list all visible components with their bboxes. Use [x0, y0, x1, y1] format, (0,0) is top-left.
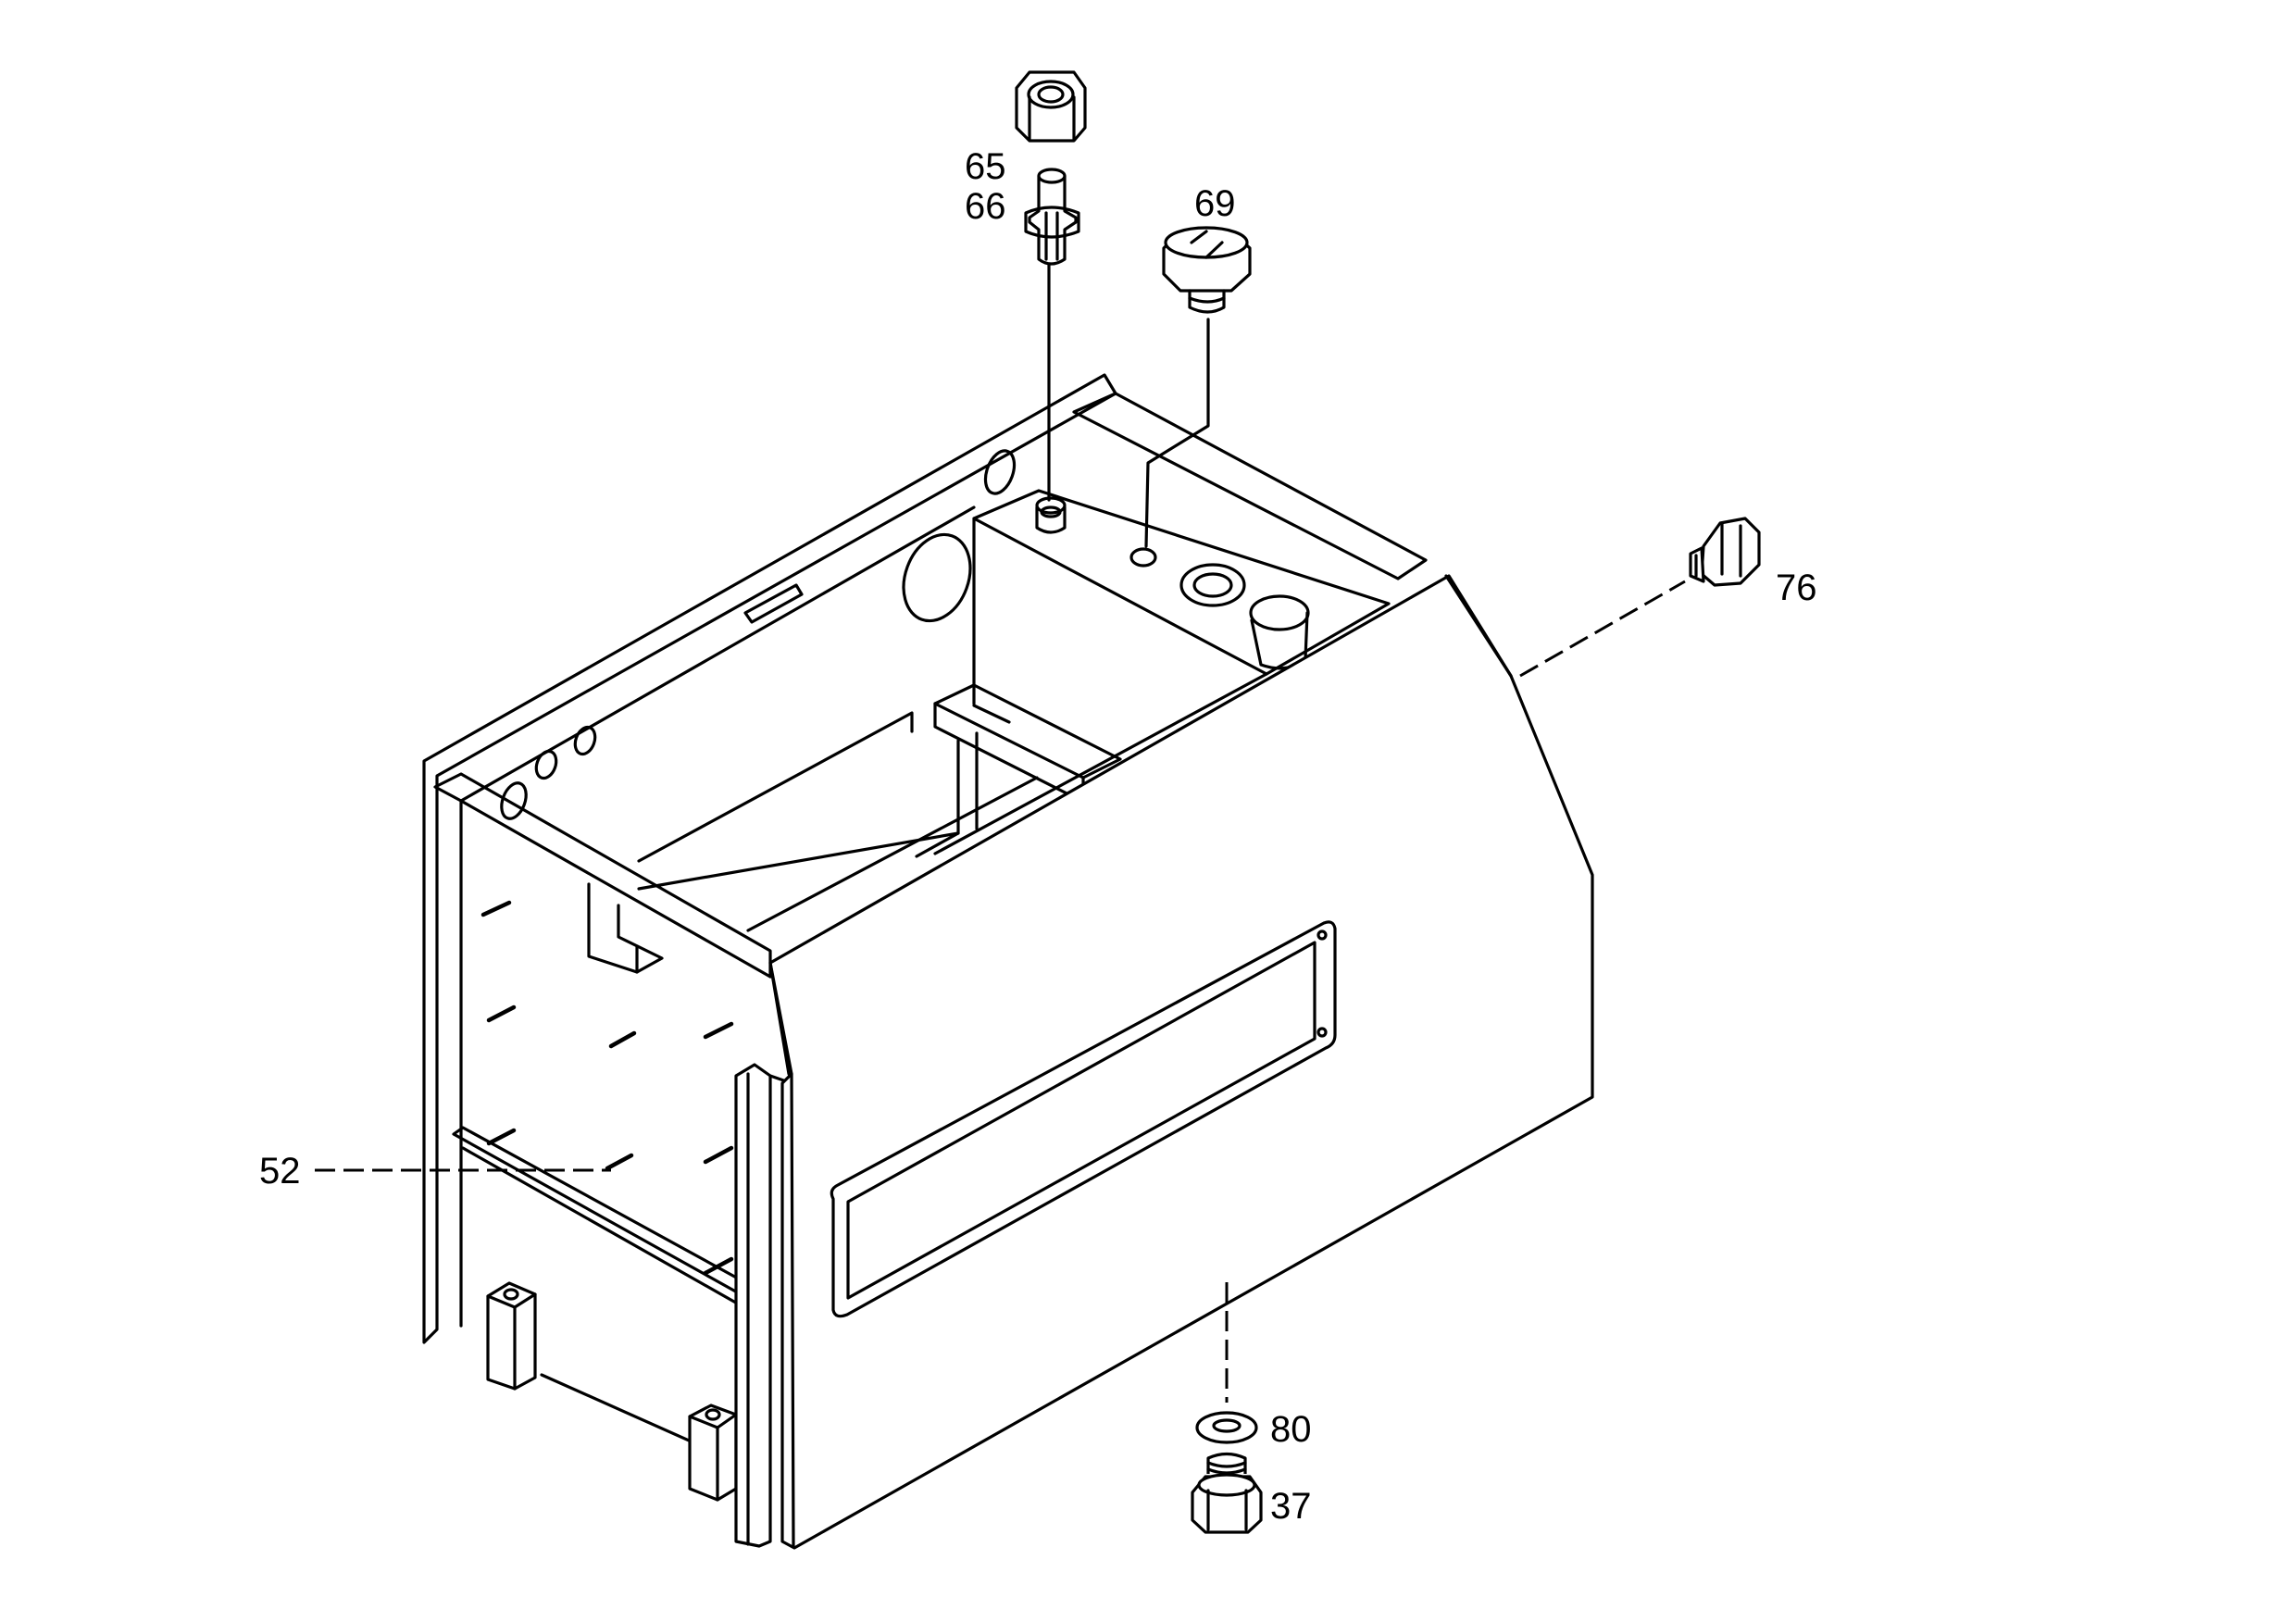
- inner-tank-box: [972, 489, 1391, 724]
- return-port: [1249, 594, 1310, 631]
- lower-shelf: [452, 1126, 752, 1296]
- callouts: 65 66 69 76 52 80 37: [259, 146, 1817, 1527]
- mounting-foot-left: [486, 1281, 537, 1391]
- large-port-opening: [902, 532, 972, 623]
- part-76-plug: [1689, 517, 1761, 587]
- front-flange: [734, 1063, 772, 1548]
- sight-window: [830, 920, 1337, 1318]
- callout-76: 76: [1776, 568, 1817, 608]
- rail-bracket: [587, 882, 664, 974]
- tank-housing: [422, 373, 1594, 1550]
- callout-52: 52: [259, 1151, 301, 1192]
- top-rear-rail: [1072, 392, 1428, 580]
- part-65-cap-nut: [1015, 70, 1087, 143]
- part-66-union: [1024, 168, 1080, 266]
- callout-69: 69: [1194, 183, 1236, 224]
- part-37-drain-plug: [1191, 1452, 1263, 1534]
- callout-66: 66: [965, 186, 1006, 227]
- callout-65: 65: [965, 146, 1006, 187]
- callout-80: 80: [1270, 1409, 1312, 1450]
- leader-lines: [315, 257, 1686, 1403]
- part-69-plug: [1162, 226, 1252, 314]
- part-80-washer: [1195, 1411, 1258, 1444]
- callout-37: 37: [1270, 1486, 1312, 1527]
- left-wall-slots: [480, 900, 734, 1276]
- mounting-foot-right: [688, 1404, 738, 1502]
- filler-port: [1179, 563, 1246, 607]
